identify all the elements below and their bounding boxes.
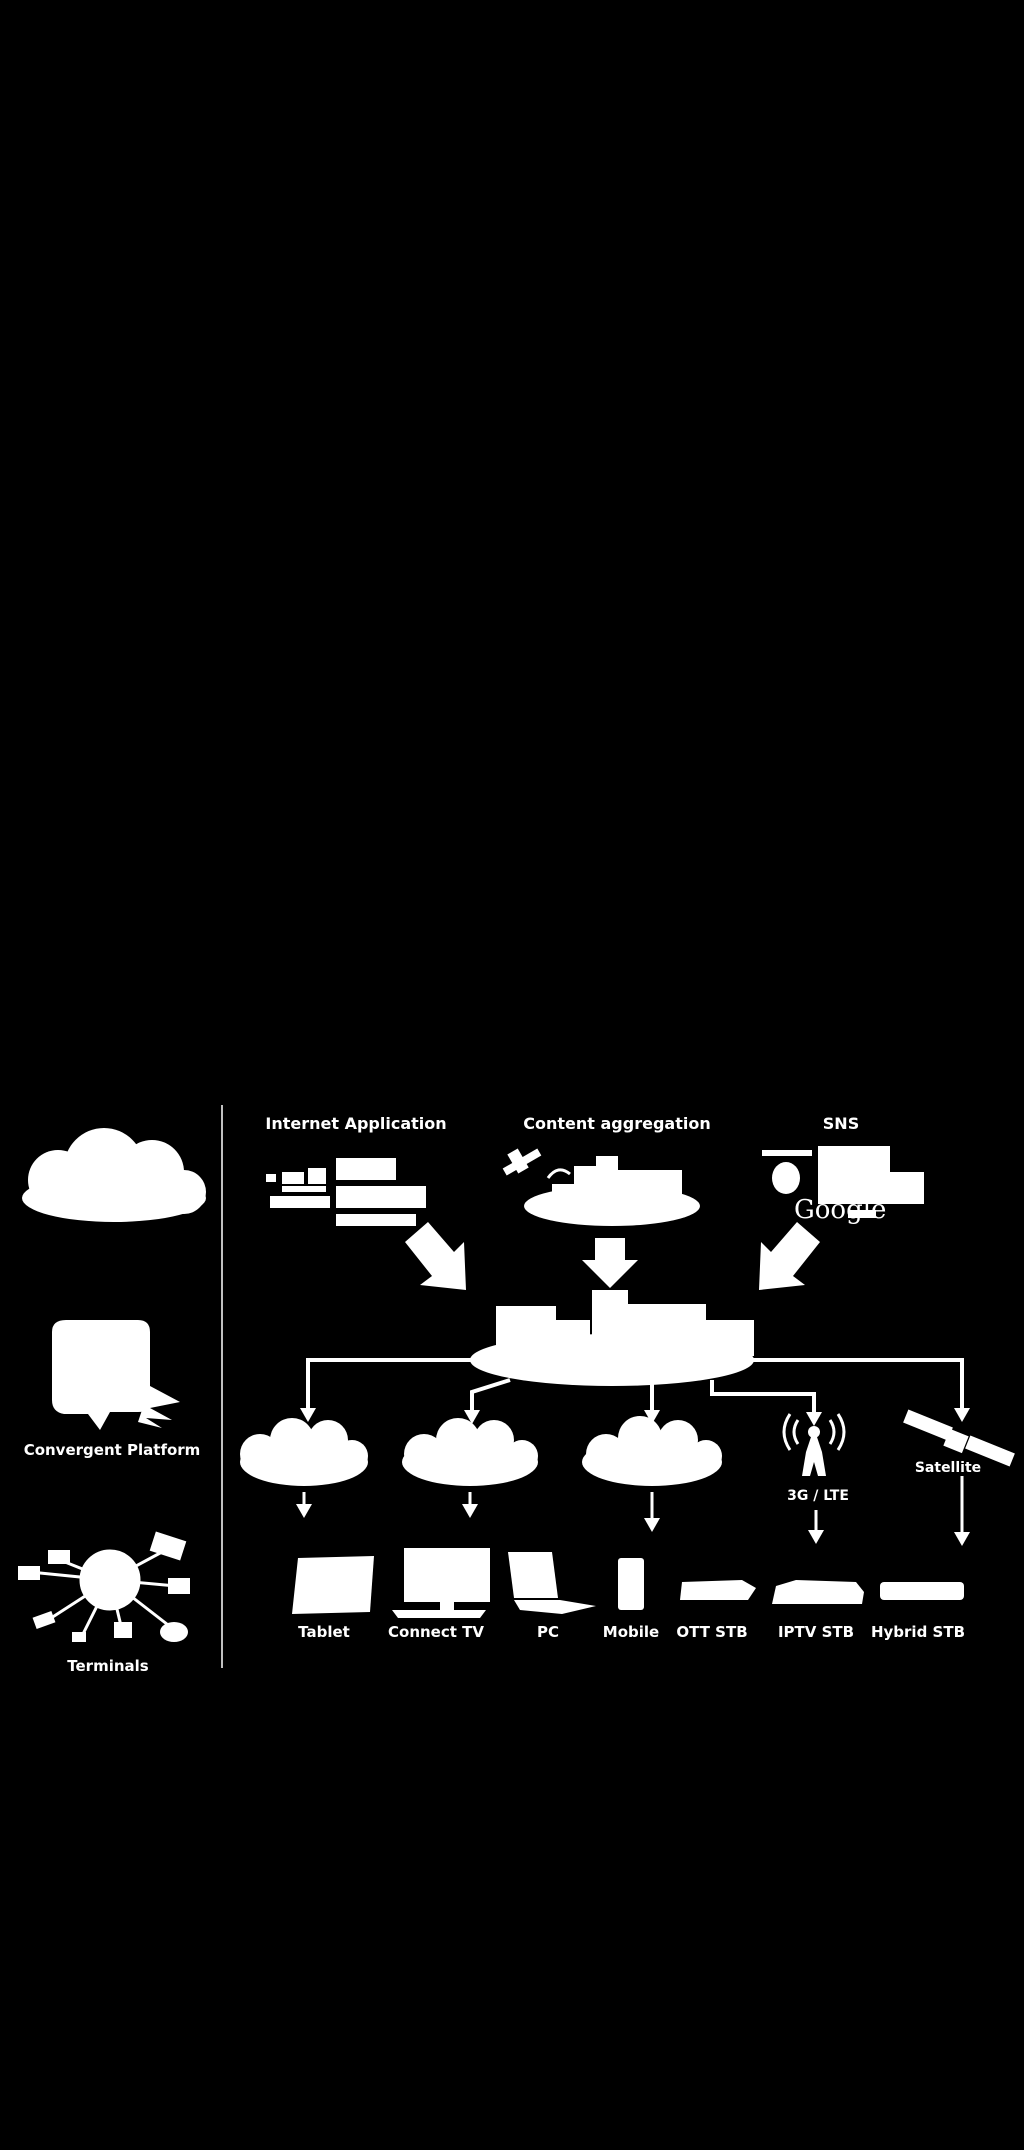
input-arrows [405, 1222, 820, 1290]
cloud-icon [22, 1128, 206, 1222]
hybrid-stb-icon [880, 1582, 964, 1600]
distribution-arrowheads [300, 1408, 970, 1426]
tablet-label: Tablet [298, 1623, 350, 1641]
satellite-icon [903, 1409, 1015, 1467]
left-panel: Convergent Platform Terminals [18, 1128, 206, 1675]
ott-stb-label: OTT STB [676, 1623, 747, 1641]
content-aggregation-icon [502, 1148, 700, 1226]
mobile-icon [618, 1558, 644, 1610]
content-aggregation-label: Content aggregation [523, 1114, 710, 1133]
satellite-small-icon [502, 1148, 542, 1176]
arrow-from-internet [405, 1222, 466, 1290]
sns-collage-icon [762, 1146, 924, 1218]
arrow-from-content [582, 1238, 638, 1288]
pc-icon [508, 1552, 596, 1614]
ott-stb-icon [680, 1580, 756, 1600]
internet-apps-collage-icon [266, 1158, 426, 1226]
mobile-label: Mobile [603, 1623, 659, 1641]
convergent-platform-icon [470, 1290, 754, 1386]
sns-label: SNS [823, 1114, 859, 1133]
arrow-from-sns [759, 1222, 820, 1290]
lte-label: 3G / LTE [787, 1488, 849, 1504]
terminals-hub-icon [18, 1531, 190, 1642]
tablet-icon [292, 1556, 374, 1614]
iptv-stb-label: IPTV STB [778, 1623, 854, 1641]
google-logo: Google [794, 1195, 886, 1225]
hybrid-stb-label: Hybrid STB [871, 1623, 965, 1641]
network-cloud-3 [582, 1416, 722, 1486]
platform-icon [52, 1320, 180, 1430]
convergent-platform-label: Convergent Platform [24, 1441, 201, 1459]
network-cloud-2 [402, 1418, 538, 1486]
terminals-label: Terminals [67, 1657, 149, 1675]
terminal-arrowheads [296, 1504, 970, 1546]
internet-application-label: Internet Application [265, 1114, 446, 1133]
iptv-stb-icon [772, 1580, 864, 1604]
cell-tower-icon [782, 1413, 846, 1476]
distribution-lines [306, 1358, 964, 1414]
satellite-label: Satellite [915, 1460, 981, 1476]
terminal-arrows [302, 1476, 964, 1534]
connect-tv-label: Connect TV [388, 1623, 484, 1641]
pc-label: PC [537, 1623, 559, 1641]
connect-tv-icon [392, 1548, 490, 1618]
network-cloud-1 [240, 1418, 368, 1486]
